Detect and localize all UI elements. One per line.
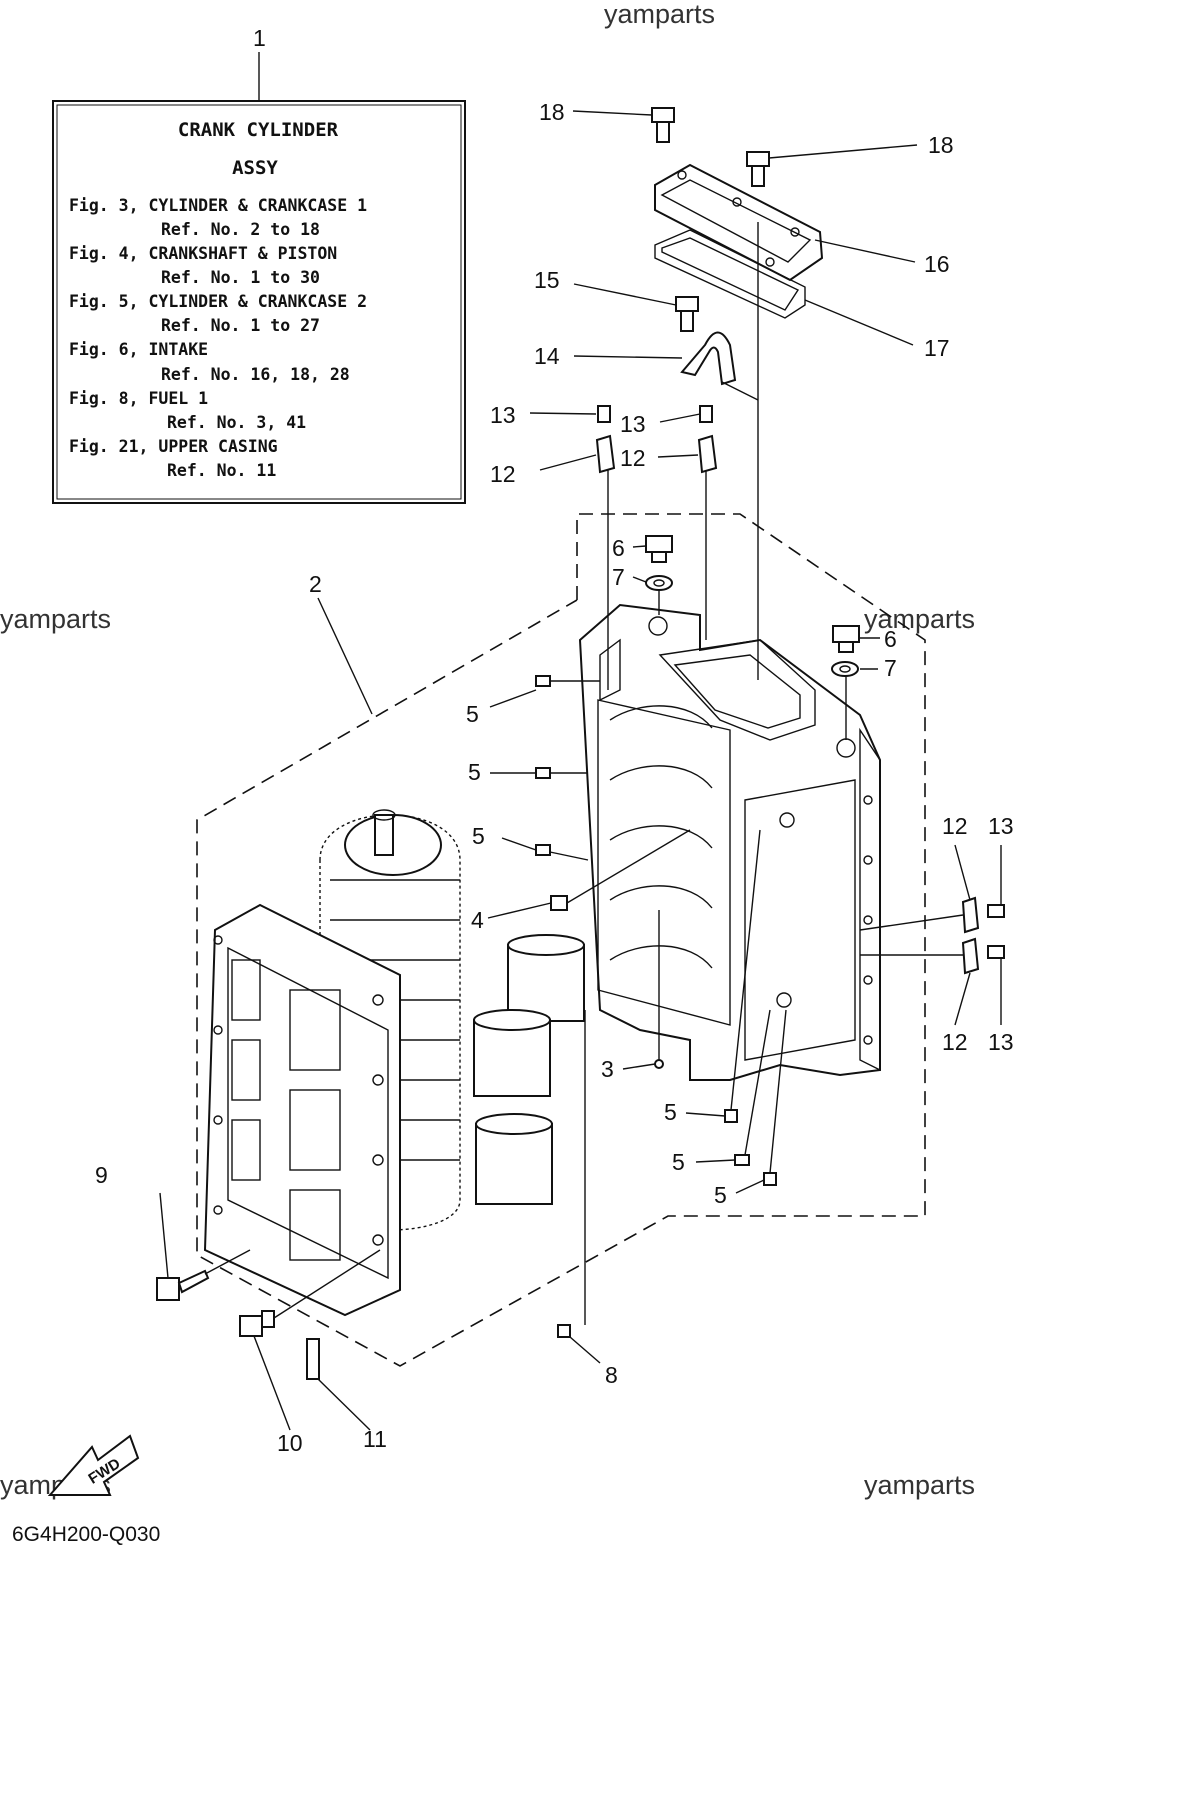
watermark: yamparts <box>604 0 715 29</box>
callout-4: 4 <box>471 907 484 933</box>
piston <box>473 1009 551 1097</box>
plug-10 <box>239 1310 275 1337</box>
callout-17: 17 <box>924 335 950 361</box>
callout-12: 12 <box>620 445 646 471</box>
screw-13-left <box>597 405 611 423</box>
legend-ref-line: Ref. No. 2 to 18 <box>161 220 320 239</box>
callout-13: 13 <box>490 402 516 428</box>
callout-12: 12 <box>942 813 968 839</box>
piston <box>475 1113 553 1205</box>
leader-lines <box>159 110 1002 1431</box>
legend-figure-line: Fig. 5, CYLINDER & CRANKCASE 2 <box>69 292 367 311</box>
plug-6-right <box>832 625 860 653</box>
callout-6: 6 <box>884 626 897 652</box>
cylinder-cover <box>654 163 824 282</box>
callout-5: 5 <box>714 1182 727 1208</box>
callout-13: 13 <box>988 813 1014 839</box>
callout-labels: 2 3 4 5 5 5 5 5 5 6 6 7 7 8 9 10 11 12 12 12 12 13 13 13 13 14 15 1… <box>95 99 1014 1456</box>
pin-3 <box>654 1059 664 1069</box>
legend-ref-line: Ref. No. 1 to 30 <box>161 268 320 287</box>
pistons <box>473 934 585 1205</box>
callout-5: 5 <box>468 759 481 785</box>
callout-6: 6 <box>612 535 625 561</box>
piston <box>507 934 585 1022</box>
legend-figure-line: Fig. 8, FUEL 1 <box>69 389 208 408</box>
legend-figure-line: Fig. 21, UPPER CASING <box>69 437 278 456</box>
group-outline <box>196 513 926 1367</box>
fittings-5 <box>535 675 777 1186</box>
legend-ref-line: Ref. No. 1 to 27 <box>161 316 320 335</box>
callout-5: 5 <box>664 1099 677 1125</box>
legend-lines: Fig. 3, CYLINDER & CRANKCASE 1 Ref. No. 2… <box>69 196 367 480</box>
plug-6-top <box>645 535 673 563</box>
callout-10: 10 <box>277 1430 303 1456</box>
clip-12-mid <box>697 434 718 474</box>
plug-8 <box>557 1324 571 1338</box>
legend-title-line1: CRANK CYLINDER <box>178 119 339 141</box>
callout-13: 13 <box>620 411 646 437</box>
watermark: yamparts <box>864 1470 975 1500</box>
legend-figure-line: Fig. 4, CRANKSHAFT & PISTON <box>69 244 337 263</box>
diagram-code: 6G4H200-Q030 <box>12 1523 160 1546</box>
callout-5: 5 <box>472 823 485 849</box>
bolt-9 <box>156 1269 210 1301</box>
clip-12-left <box>595 434 616 474</box>
callout-15: 15 <box>534 267 560 293</box>
watermark: yamparts <box>0 604 111 634</box>
clips-12-right <box>961 896 980 975</box>
callout-7: 7 <box>612 564 625 590</box>
bolt-18-left <box>651 107 675 143</box>
washer-7-right <box>831 661 859 677</box>
watermark: yamparts <box>864 604 975 634</box>
callout-2: 2 <box>309 571 322 597</box>
callout-18: 18 <box>928 132 954 158</box>
legend-ref-line: Ref. No. 3, 41 <box>167 413 306 432</box>
washer-7-top <box>645 575 673 591</box>
callout-11: 11 <box>363 1426 387 1452</box>
callout-18: 18 <box>539 99 565 125</box>
callout-5: 5 <box>672 1149 685 1175</box>
callout-12: 12 <box>942 1029 968 1055</box>
callout-14: 14 <box>534 343 560 369</box>
bolt-15 <box>675 296 699 332</box>
plug-4 <box>550 895 568 911</box>
callout-8: 8 <box>605 1362 618 1388</box>
screws-13-right <box>987 904 1005 959</box>
legend-box: 1 CRANK CYLINDER ASSY Fig. 3, CYLINDER &… <box>52 25 466 504</box>
callout-5: 5 <box>466 701 479 727</box>
callout-3: 3 <box>601 1056 614 1082</box>
legend-figure-line: Fig. 3, CYLINDER & CRANKCASE 1 <box>69 196 367 215</box>
callout-12: 12 <box>490 461 516 487</box>
bracket-14 <box>680 331 737 386</box>
fwd-arrow: FWD <box>47 1434 140 1496</box>
bolt-18-right <box>746 151 770 187</box>
crankcase-half <box>203 903 401 1317</box>
callout-9: 9 <box>95 1162 108 1188</box>
legend-ref-line: Ref. No. 16, 18, 28 <box>161 365 350 384</box>
legend-ref-number: 1 <box>253 25 266 51</box>
cover-gasket <box>654 229 806 319</box>
stud-11 <box>306 1338 320 1380</box>
legend-ref-line: Ref. No. 11 <box>167 461 276 480</box>
cylinder-block <box>578 603 881 1081</box>
legend-title-line2: ASSY <box>232 157 278 179</box>
callout-13: 13 <box>988 1029 1014 1055</box>
screw-13-mid <box>699 405 713 423</box>
callout-7: 7 <box>884 655 897 681</box>
callout-16: 16 <box>924 251 950 277</box>
legend-figure-line: Fig. 6, INTAKE <box>69 340 208 359</box>
